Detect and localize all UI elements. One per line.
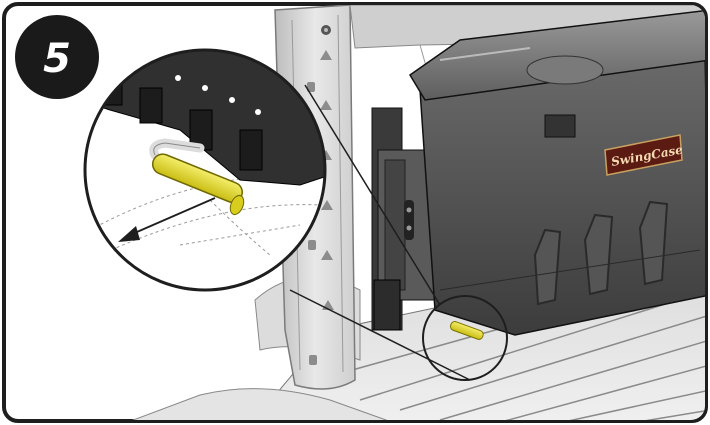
step-badge: 5: [15, 15, 99, 99]
toolbox: SwingCase: [408, 9, 705, 336]
magnified-callout: [83, 48, 327, 292]
pin-icon: [151, 153, 245, 216]
toolbox-lid: [408, 9, 705, 101]
arrow-icon: [118, 197, 216, 242]
detail-circle: [422, 295, 508, 381]
pin-icon: [449, 321, 484, 340]
tailgate: [119, 388, 401, 420]
toolbox-body: [419, 54, 705, 336]
truck-bed-scene: SwingCase: [119, 5, 705, 420]
step-number: 5: [43, 36, 71, 82]
